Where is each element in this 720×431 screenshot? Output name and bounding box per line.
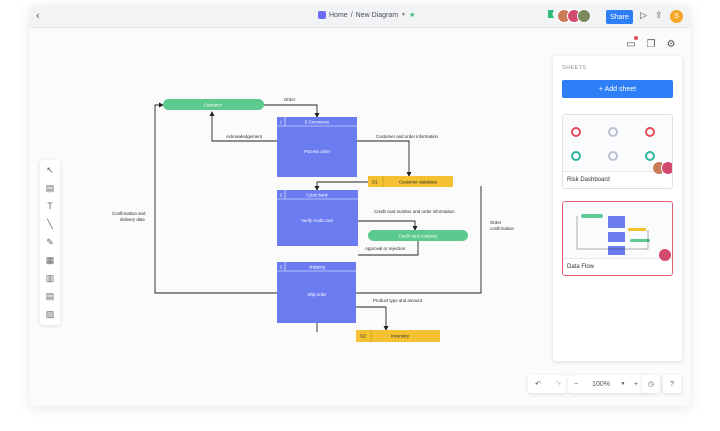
undo-icon[interactable]: ↶ (535, 381, 541, 388)
collaborator-avatars[interactable] (557, 9, 591, 23)
avatar[interactable] (577, 9, 591, 23)
sheet-thumbnail (563, 202, 672, 259)
edge-label-order-confirmation: confirmation (490, 226, 514, 231)
image-icon[interactable]: ▨ (45, 308, 55, 319)
sheet-thumbnail (563, 115, 672, 172)
gear-icon[interactable]: ⚙ (666, 38, 676, 50)
process-number: 2 (280, 193, 283, 198)
export-icon[interactable]: ⇪ (655, 10, 663, 20)
credits-icon[interactable]: S (670, 10, 683, 23)
shapes-icon[interactable]: ▤ (45, 182, 55, 193)
datastore-customer-db[interactable] (368, 176, 453, 187)
breadcrumb-document[interactable]: New Diagram (355, 11, 399, 19)
present-icon[interactable]: ▷ (640, 10, 647, 20)
notification-dot (634, 36, 638, 40)
process-number: 3 (280, 265, 283, 270)
zoom-level[interactable]: 100% (592, 380, 610, 388)
diagram-canvas: Customer 1 E-Commerce Process order D1 C… (112, 97, 514, 342)
sheet-card-risk-dashboard[interactable]: Risk Dashboard (562, 114, 673, 189)
edge-label-confirmation: Confirmation and (112, 211, 146, 216)
donut-thumb (608, 127, 618, 137)
sheet-name: Data Flow (567, 264, 595, 270)
document-icon[interactable]: ▤ (45, 290, 55, 301)
donut-thumb (608, 151, 618, 161)
edge-label-order: Order (284, 97, 296, 102)
zoom-out-button[interactable]: − (573, 380, 579, 388)
redo-icon[interactable]: ↷ (555, 381, 561, 388)
pen-icon[interactable]: ✎ (46, 236, 54, 247)
left-toolbar: ↖ ▤ T ╲ ✎ ▦ ▥ ▤ ▨ (40, 160, 60, 325)
chevron-down-icon[interactable]: ▼ (401, 12, 406, 18)
breadcrumb-home[interactable]: Home (329, 11, 348, 19)
sheets-title: SHEETS (562, 65, 587, 71)
chevron-down-icon[interactable]: ▼ (620, 381, 626, 387)
help-icon[interactable]: ? (670, 380, 674, 388)
share-button[interactable]: Share (606, 10, 633, 24)
process-cyber-bank[interactable] (277, 190, 358, 246)
donut-thumb (571, 127, 581, 137)
donut-thumb (645, 127, 655, 137)
cursor-icon[interactable]: ↖ (46, 164, 54, 175)
process-label: Ship order (307, 292, 327, 297)
comment-icon[interactable]: ▭ (626, 38, 636, 50)
process-shipping[interactable] (277, 262, 356, 323)
breadcrumb-separator: / (350, 11, 353, 19)
edge-label-confirmation: delivery date (120, 217, 145, 222)
edge-label-product: Product type and amount (373, 298, 423, 303)
history-icon[interactable]: ◷ (647, 381, 655, 388)
edge-label-credit-card: Credit card number and order information (374, 209, 455, 214)
sheet-name: Risk Dashboard (567, 177, 610, 183)
donut-thumb (645, 151, 655, 161)
top-toolbar: ‹ Home / New Diagram ▼ ★ Share ▷ ⇪ S (30, 6, 690, 28)
back-icon[interactable]: ‹ (36, 10, 40, 22)
edge-label-customer-info: Customer and order information (376, 134, 439, 139)
sheets-panel: SHEETS + Add sheet Risk Dashboard (553, 56, 682, 361)
flag-icon[interactable] (548, 10, 554, 18)
process-label: Process order (304, 149, 331, 154)
process-title: shipping (309, 265, 325, 270)
process-ecommerce[interactable] (277, 117, 357, 177)
datastore-label: Inventory (391, 334, 410, 339)
avatar (661, 161, 672, 175)
sheet-card-data-flow[interactable]: Data Flow (562, 201, 673, 276)
datastore-label: Customer database (399, 180, 438, 185)
process-title: E-Commerce (305, 120, 330, 125)
app-logo-icon (318, 11, 326, 19)
zoom-bar: − 100% ▼ + (568, 375, 646, 393)
datastore-id: D1 (372, 180, 378, 185)
sheet-thumbnail-diagram (576, 214, 650, 255)
process-number: 1 (280, 120, 283, 125)
customer-label: Customer (204, 103, 223, 108)
zoom-in-button[interactable]: + (633, 380, 639, 388)
avatar (658, 248, 672, 262)
edge-label-approval: Approval or rejection (365, 246, 406, 251)
edge-label-order-confirmation: Order (490, 220, 502, 225)
process-label: Verify credit card (301, 218, 333, 223)
pages-icon[interactable]: ❐ (646, 38, 656, 50)
edge-label-acknowledgement: Acknowledgement (226, 134, 263, 139)
star-icon[interactable]: ★ (409, 12, 416, 19)
app-window: ‹ Home / New Diagram ▼ ★ Share ▷ ⇪ S ▭ ❐… (30, 6, 690, 406)
chart-icon[interactable]: ▥ (45, 272, 55, 283)
customer-entity[interactable] (163, 99, 264, 110)
add-sheet-button[interactable]: + Add sheet (562, 80, 673, 98)
undo-redo-bar: ↶ ↷ (528, 375, 568, 393)
text-icon[interactable]: T (47, 201, 53, 211)
process-title: Cyber bank (306, 193, 328, 198)
entity-label: Credit card company (399, 234, 439, 239)
table-icon[interactable]: ▦ (45, 254, 55, 265)
help-button[interactable]: ? (663, 375, 681, 393)
datastore-inventory[interactable] (356, 330, 440, 342)
donut-thumb (571, 151, 581, 161)
datastore-id: D2 (360, 334, 366, 339)
history-button[interactable]: ◷ (642, 375, 660, 393)
breadcrumb: Home / New Diagram ▼ ★ (318, 11, 415, 19)
credit-card-company-entity[interactable] (368, 230, 468, 241)
line-icon[interactable]: ╲ (47, 218, 53, 229)
